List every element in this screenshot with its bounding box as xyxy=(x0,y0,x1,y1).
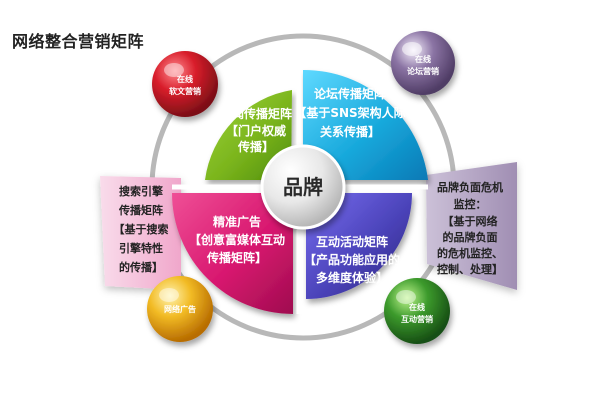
online-ads-line-1: 网络广告 xyxy=(164,304,196,314)
forum-marketing-line-2: 论坛营销 xyxy=(407,66,439,76)
interactive-activity-line-3: 多维度体验】 xyxy=(316,270,388,285)
interactive-activity-line-1: 互动活动矩阵 xyxy=(316,234,388,249)
forum-spread-segment xyxy=(303,69,428,180)
brand-crisis-line-1: 品牌负面危机 xyxy=(437,180,503,194)
forum-marketing-ball: 在线 论坛营销 xyxy=(391,31,455,95)
search-engine-line-3: 【基于搜索 xyxy=(114,222,169,236)
brand-crisis-line-5: 的危机监控、 xyxy=(437,246,503,260)
forum-spread-line-2: 【基于SNS架构人际 xyxy=(294,105,405,120)
precision-ads-segment xyxy=(172,193,293,314)
brand-crisis-line-6: 控制、处理】 xyxy=(437,262,503,276)
news-spread-segment xyxy=(205,90,292,180)
precision-ads-line-3: 传播矩阵】 xyxy=(206,250,267,265)
precision-ads-line-1: 精准广告 xyxy=(213,214,261,229)
news-spread-line-1: 新闻传播矩阵 xyxy=(220,106,292,121)
search-engine-panel-label: 搜索引擎 传播矩阵 【基于搜索 引擎特性 的传播】 xyxy=(114,184,169,274)
brand-center-label: 品牌 xyxy=(283,175,323,199)
brand-crisis-line-2: 监控： xyxy=(454,197,487,211)
precision-ads-line-2: 【创意富媒体互动 xyxy=(189,232,285,247)
news-spread-label: 新闻传播矩阵 【门户权威 传播】 xyxy=(220,106,292,154)
interactive-activity-segment xyxy=(306,193,412,299)
interactive-marketing-line-2: 互动营销 xyxy=(401,314,433,324)
forum-spread-line-3: 关系传播】 xyxy=(320,124,380,139)
forum-spread-label: 论坛传播矩阵 【基于SNS架构人际 关系传播】 xyxy=(294,86,405,139)
news-spread-line-2: 【门户权威 xyxy=(226,123,286,138)
forum-marketing-line-1: 在线 xyxy=(415,54,431,64)
search-engine-panel xyxy=(100,176,181,290)
interactive-activity-line-2: 【产品功能应用的 xyxy=(304,252,400,267)
brand-crisis-line-4: 的品牌负面 xyxy=(443,230,498,244)
soft-article-marketing-ball: 在线 软文营销 xyxy=(152,51,218,117)
search-engine-line-1: 搜索引擎 xyxy=(119,184,163,198)
news-spread-line-3: 传播】 xyxy=(237,139,274,154)
online-ads-ball: 网络广告 xyxy=(147,276,213,342)
diagram-title: 网络整合营销矩阵 xyxy=(12,32,145,51)
forum-spread-line-1: 论坛传播矩阵 xyxy=(314,86,386,101)
search-engine-line-2: 传播矩阵 xyxy=(118,203,163,217)
interactive-marketing-line-1: 在线 xyxy=(409,302,425,312)
interactive-marketing-ball: 在线 互动营销 xyxy=(384,278,450,344)
precision-ads-label: 精准广告 【创意富媒体互动 传播矩阵】 xyxy=(189,214,285,265)
search-engine-line-5: 的传播】 xyxy=(119,260,163,274)
interactive-activity-label: 互动活动矩阵 【产品功能应用的 多维度体验】 xyxy=(304,234,400,285)
brand-crisis-line-3: 【基于网络 xyxy=(443,214,498,228)
brand-crisis-panel-label: 品牌负面危机 监控： 【基于网络 的品牌负面 的危机监控、 控制、处理】 xyxy=(437,180,503,276)
search-engine-line-4: 引擎特性 xyxy=(119,241,163,255)
soft-article-marketing-line-2: 软文营销 xyxy=(169,86,201,96)
brand-crisis-panel xyxy=(426,162,517,290)
brand-center-circle xyxy=(260,144,346,230)
soft-article-marketing-line-1: 在线 xyxy=(177,74,193,84)
